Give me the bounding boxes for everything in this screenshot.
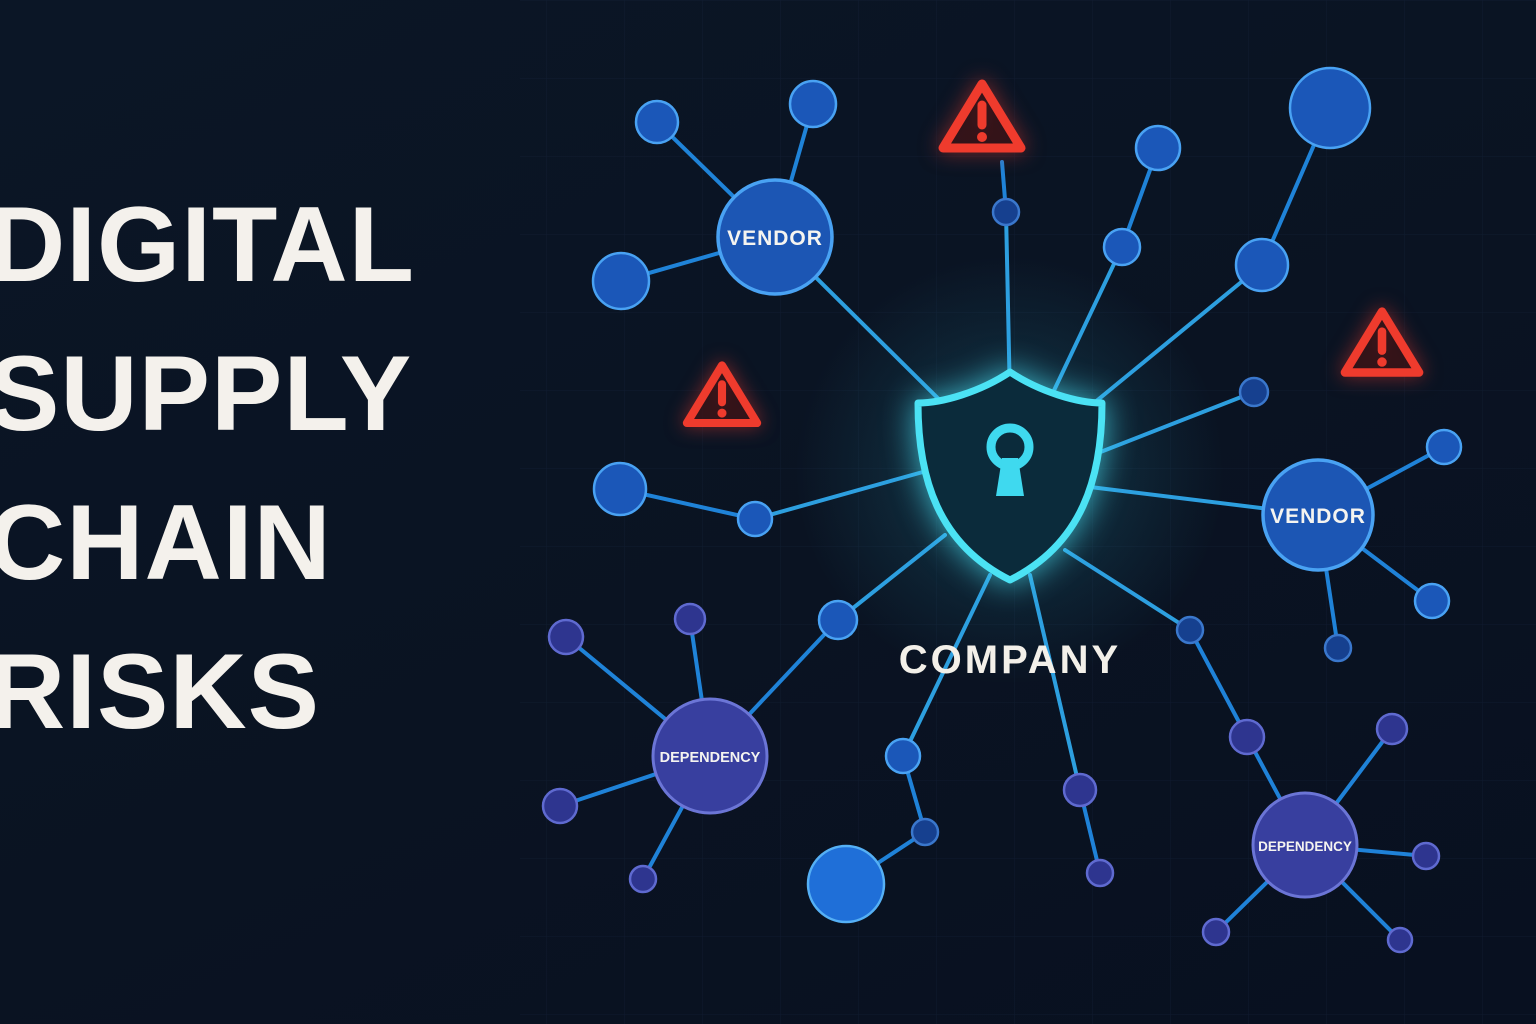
network-node-icon — [1288, 66, 1372, 150]
network-node-icon — [817, 599, 859, 641]
title-line-3: CHAIN — [0, 482, 332, 602]
vendor-node-right: VENDOR — [1261, 458, 1375, 572]
dependency-circle — [651, 697, 769, 815]
dependency-node-left: DEPENDENCY — [651, 697, 769, 815]
network-node-icon — [1134, 124, 1182, 172]
network-node-icon — [591, 251, 651, 311]
network-node-icon — [1085, 858, 1115, 888]
link-line — [753, 468, 932, 521]
network-node-icon — [1411, 841, 1441, 871]
vendor-circle — [716, 178, 834, 296]
network-node-icon — [1102, 227, 1142, 267]
vendor-top-label: VENDOR — [727, 227, 823, 250]
network-node-icon — [673, 602, 707, 636]
title-line-4: RISKS — [0, 631, 321, 751]
network-node-icon — [592, 461, 648, 517]
keyhole-stem — [996, 458, 1024, 496]
network-node-icon — [991, 197, 1021, 227]
network-node-icon — [1175, 615, 1205, 645]
shield-keyhole-icon — [914, 368, 1106, 584]
link-line — [1063, 548, 1192, 632]
network-node-icon — [547, 618, 585, 656]
network-node-icon — [1413, 582, 1451, 620]
vendor-node-top: VENDOR — [716, 178, 834, 296]
network-node-icon — [1201, 917, 1231, 947]
link-line — [1028, 573, 1082, 792]
dependency-circle — [1251, 791, 1359, 899]
page-title: DIGITAL SUPPLY CHAIN RISKS — [0, 170, 415, 766]
link-line — [1078, 390, 1256, 462]
network-node-icon — [1234, 237, 1290, 293]
network-node-icon — [910, 817, 940, 847]
warning-dot — [977, 132, 987, 142]
warning-dot — [717, 408, 727, 418]
network-node-icon — [1062, 772, 1098, 808]
network-node-icon — [1238, 376, 1270, 408]
dependency-right-label: DEPENDENCY — [1258, 839, 1352, 854]
network-node-icon — [788, 79, 838, 129]
network-node-icon — [628, 864, 658, 894]
warning-triangle-icon — [938, 79, 1026, 153]
network-node-icon — [1375, 712, 1409, 746]
network-node-icon — [736, 500, 774, 538]
warning-triangle-icon — [1340, 307, 1424, 377]
vendor-right-label: VENDOR — [1270, 505, 1366, 528]
dependency-left-label: DEPENDENCY — [660, 750, 761, 766]
title-line-2: SUPPLY — [0, 333, 413, 453]
network-node-icon — [634, 99, 680, 145]
keyhole-icon — [986, 423, 1034, 496]
link-line — [836, 533, 947, 622]
satellite-nodes — [541, 66, 1463, 954]
warning-dot — [1377, 357, 1387, 367]
network-node-icon — [1228, 718, 1266, 756]
title-line-1: DIGITAL — [0, 184, 416, 304]
company-label: COMPANY — [899, 638, 1121, 682]
link-line — [901, 573, 992, 758]
warning-triangle-icon — [682, 361, 762, 428]
network-node-icon — [806, 844, 886, 924]
network-node-icon — [1386, 926, 1414, 954]
network-node-icon — [884, 737, 922, 775]
link-line — [1188, 628, 1249, 739]
network-node-icon — [1323, 633, 1353, 663]
dependency-node-right: DEPENDENCY — [1251, 791, 1359, 899]
network-node-icon — [541, 787, 579, 825]
vendor-circle — [1261, 458, 1375, 572]
network-node-icon — [1425, 428, 1463, 466]
